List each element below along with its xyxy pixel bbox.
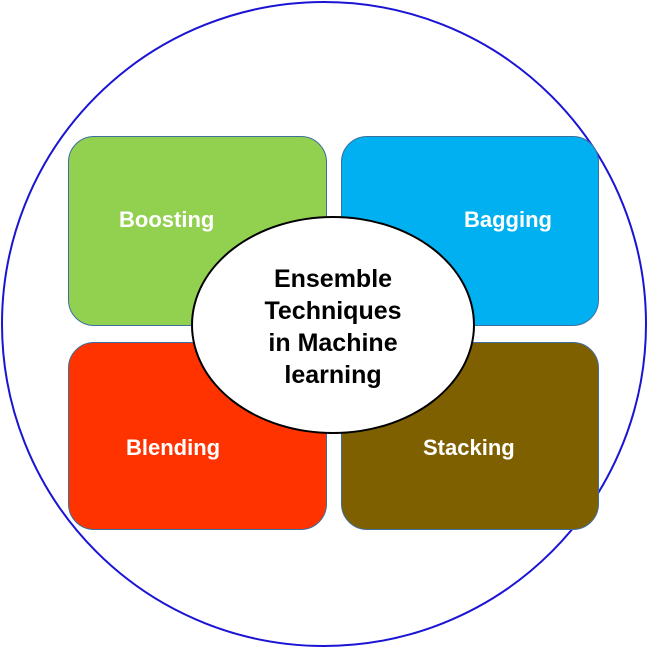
blending-label: Blending — [126, 435, 221, 460]
boosting-label: Boosting — [119, 207, 215, 232]
center-title-line: in Machine — [268, 329, 398, 357]
center-ellipse: Ensemble Techniques in Machine learning — [191, 216, 475, 434]
stacking-label: Stacking — [423, 435, 515, 460]
center-title-line: Techniques — [264, 297, 402, 325]
center-title-line: learning — [284, 361, 382, 389]
bagging-label: Bagging — [464, 207, 552, 232]
center-title: Ensemble Techniques in Machine learning — [264, 263, 401, 391]
center-title-line: Ensemble — [273, 265, 393, 293]
